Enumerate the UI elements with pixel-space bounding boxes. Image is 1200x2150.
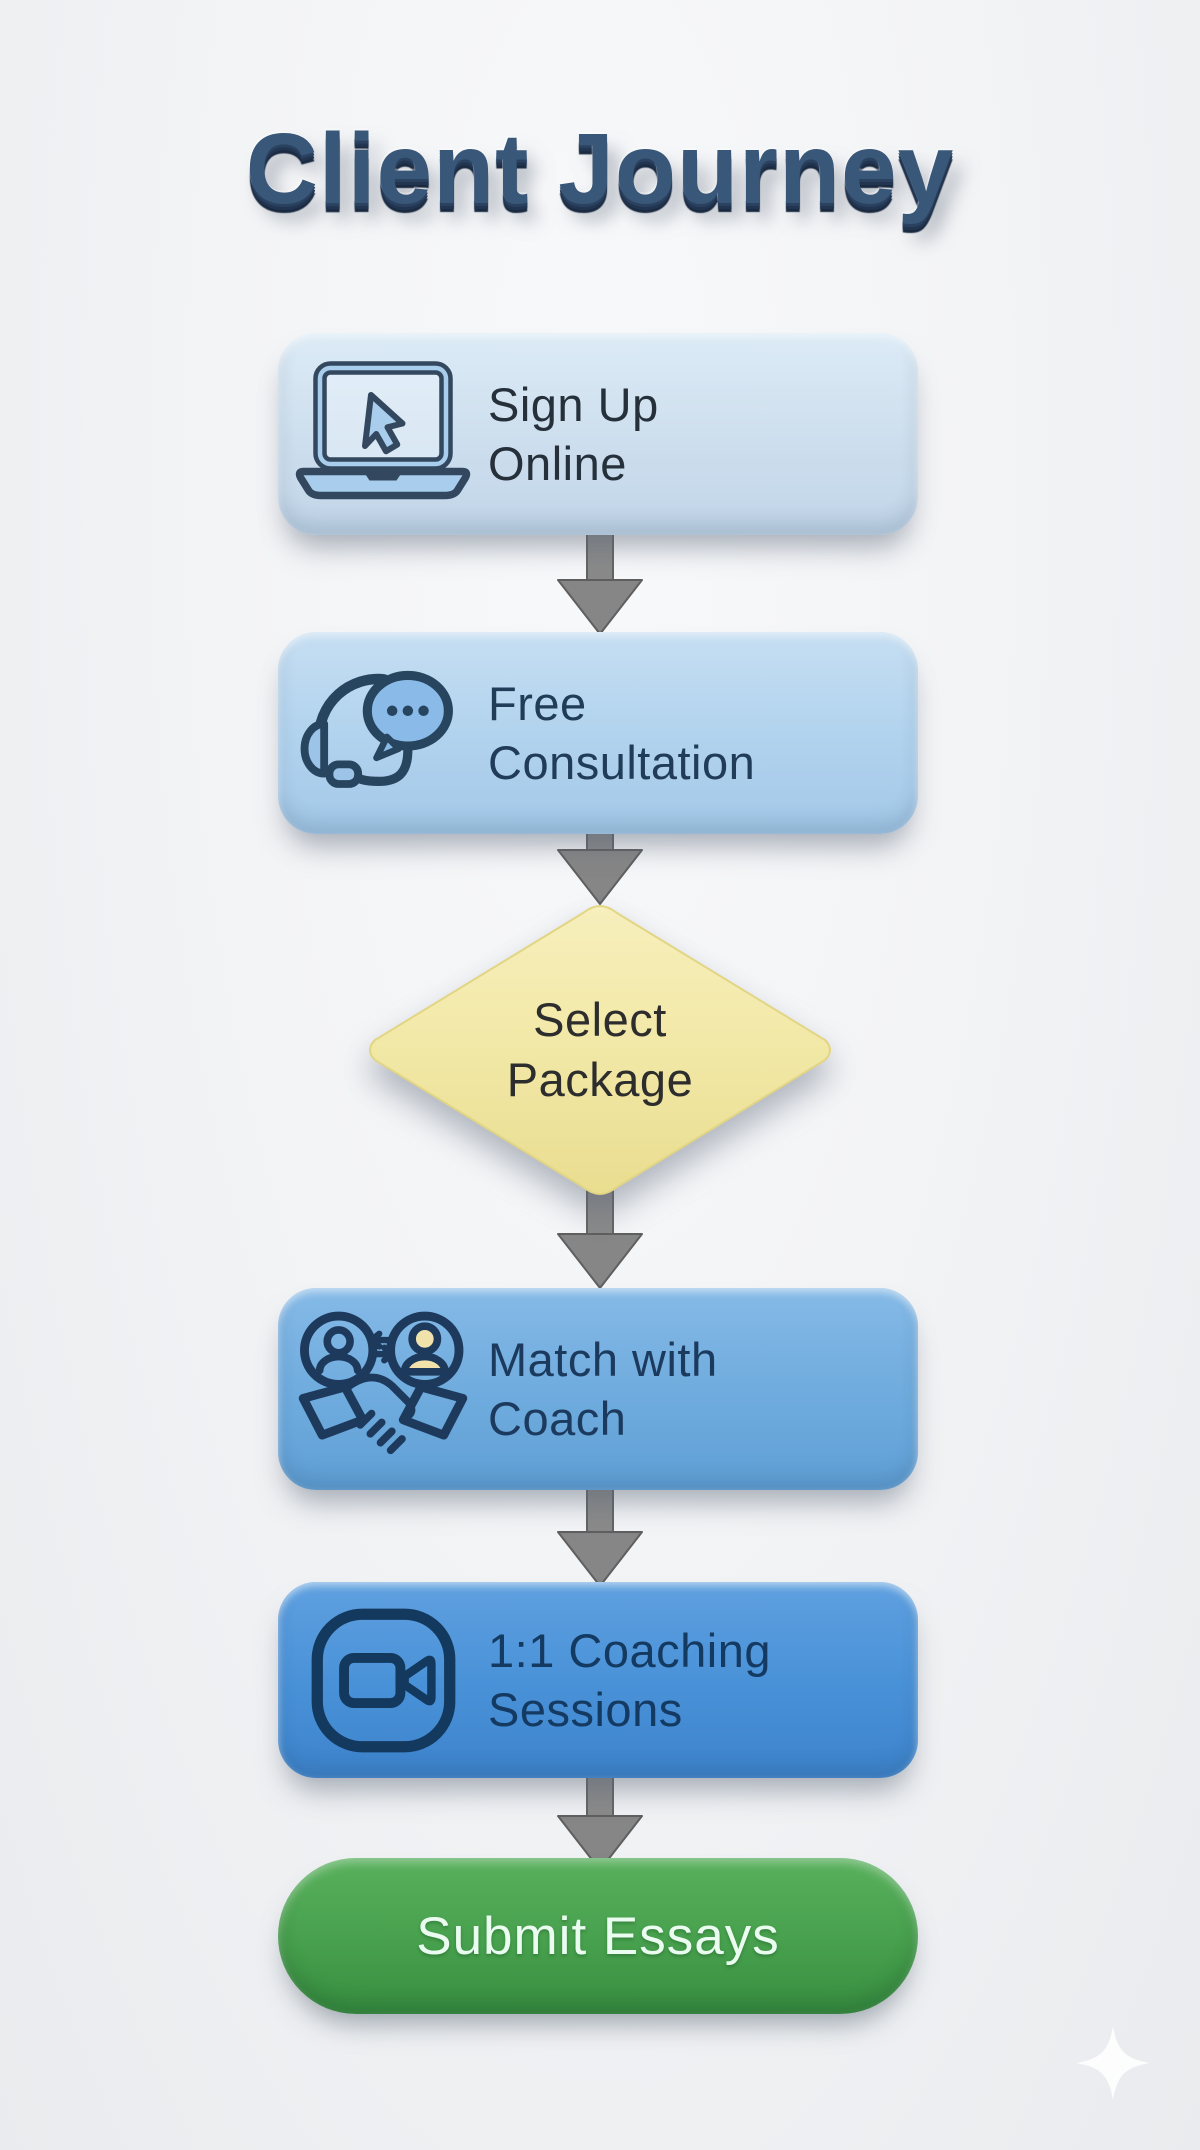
step-free-consultation: Free Consultation bbox=[278, 632, 918, 834]
sparkle-star-icon bbox=[1076, 2026, 1150, 2100]
step-label-line2: Coach bbox=[488, 1392, 627, 1445]
step-match-with-coach: Match with Coach bbox=[278, 1288, 918, 1490]
step-label-line1: Sign Up bbox=[488, 377, 659, 431]
decision-select-package: Select Package bbox=[355, 900, 845, 1200]
step-coaching-sessions: 1:1 Coaching Sessions bbox=[278, 1582, 918, 1778]
flow-arrow-down-4 bbox=[550, 1479, 650, 1590]
step-label-line2: Consultation bbox=[488, 736, 756, 789]
step-label: 1:1 Coaching Sessions bbox=[488, 1621, 771, 1739]
step-label: Free Consultation bbox=[488, 674, 755, 792]
step-sign-up-online: Sign Up Online bbox=[278, 333, 918, 535]
step-label-line1: Select bbox=[533, 992, 667, 1046]
headset-chat-icon bbox=[278, 658, 488, 808]
page-title: Client Journey bbox=[245, 113, 955, 225]
step-label-line2: Sessions bbox=[488, 1683, 683, 1736]
step-label: Match with Coach bbox=[488, 1330, 718, 1448]
video-camera-icon bbox=[278, 1603, 488, 1758]
step-label-line1: Free bbox=[488, 676, 587, 730]
step-label: Sign Up Online bbox=[488, 375, 659, 493]
laptop-cursor-icon bbox=[278, 359, 488, 509]
flow-arrow-down-1 bbox=[550, 527, 650, 638]
step-label-line1: Match with bbox=[488, 1332, 718, 1386]
step-label: Select Package bbox=[355, 900, 845, 1200]
step-label-line1: 1:1 Coaching bbox=[488, 1623, 771, 1677]
step-label-line2: Package bbox=[506, 1053, 694, 1106]
step-label: Submit Essays bbox=[416, 1906, 780, 1966]
step-label-line2: Online bbox=[488, 437, 627, 490]
people-match-handshake-icon bbox=[278, 1307, 488, 1472]
step-submit-essays: Submit Essays bbox=[278, 1858, 918, 2014]
